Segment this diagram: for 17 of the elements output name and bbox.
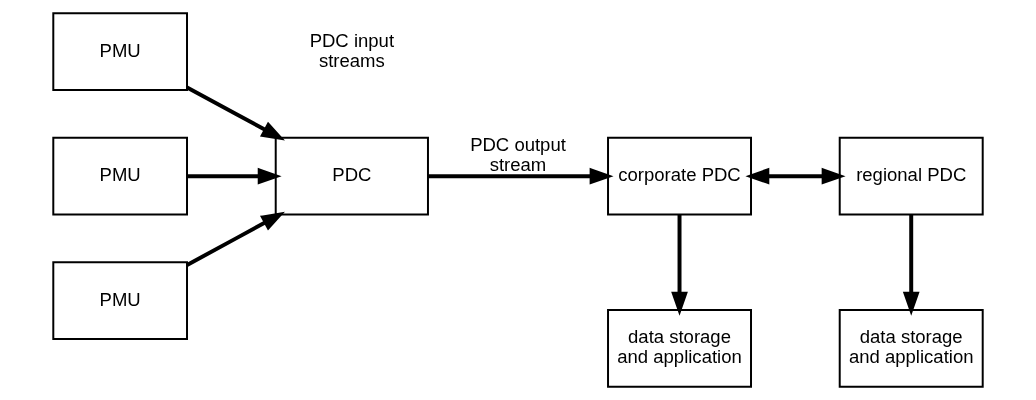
node-box: PDC — [274, 136, 429, 216]
arrow — [186, 85, 285, 141]
node-box: data storage and application — [607, 308, 752, 388]
arrow — [745, 167, 846, 185]
arrow — [428, 167, 614, 185]
arrow — [902, 214, 920, 316]
node-box: data storage and application — [838, 308, 984, 388]
node-box: PMU — [52, 12, 188, 92]
arrow — [671, 214, 688, 316]
node-box: PMU — [52, 261, 188, 340]
node-box: regional PDC — [838, 136, 984, 216]
node-box: PMU — [52, 136, 188, 216]
edge-label: PDC output stream — [470, 134, 566, 176]
arrow — [187, 167, 282, 185]
label: PDC input streams — [309, 29, 395, 71]
node-box: corporate PDC — [607, 136, 752, 216]
arrow — [186, 211, 285, 267]
